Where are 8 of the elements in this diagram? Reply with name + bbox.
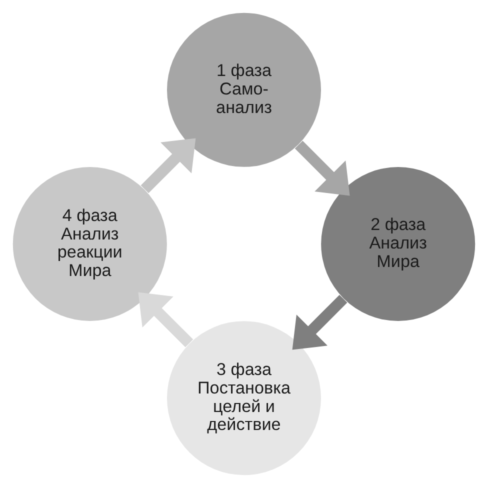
arrow <box>294 140 350 196</box>
node-circle: 4 фаза Анализ реакции Мира <box>12 166 167 322</box>
node-circle: 3 фаза Постановка целей и действие <box>166 321 322 476</box>
arrow <box>292 294 348 350</box>
node-circle: 2 фаза Анализ Мира <box>321 166 476 322</box>
arrow <box>138 292 194 348</box>
arrow <box>140 138 196 194</box>
node-circle: 1 фаза Само- анализ <box>166 12 322 167</box>
